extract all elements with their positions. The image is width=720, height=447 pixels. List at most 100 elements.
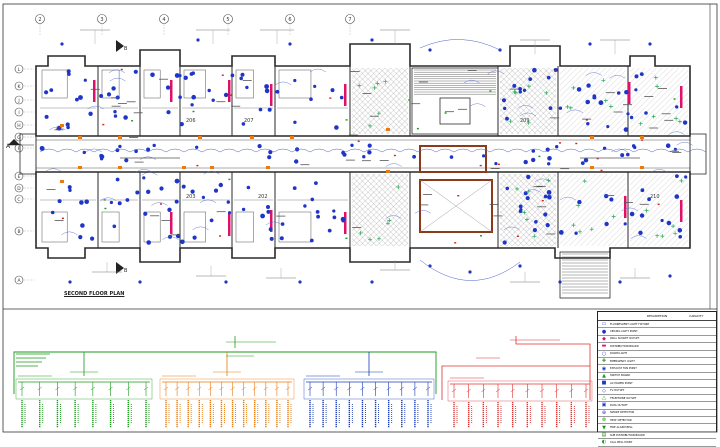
- svg-text:G: G: [17, 135, 21, 141]
- legend-header: DESCRIPTION CAPACITY: [598, 312, 716, 321]
- svg-text:B: B: [17, 229, 20, 235]
- main-feeder: [13, 336, 437, 394]
- svg-text:I: I: [18, 110, 19, 116]
- legend-symbol-icon: ▣: [601, 402, 607, 409]
- legend-description: EXHAUST FAN POINT: [610, 367, 637, 371]
- grid-row-bubble: J: [14, 95, 34, 105]
- svg-text:F: F: [18, 146, 21, 152]
- room-numbers: 206 207 203 202 209 210: [186, 118, 660, 200]
- svg-text:7: 7: [348, 17, 351, 23]
- grid-row-bubble: B: [14, 226, 34, 236]
- grid-row-bubble: F: [14, 143, 34, 153]
- grid-row-bubble: K: [14, 81, 34, 91]
- legend-row: ⊗HEAT DETECTOR: [598, 417, 716, 425]
- grid-row-bubble: C: [14, 194, 34, 204]
- svg-text:C: C: [17, 197, 20, 203]
- legend-description: WALL SOCKET OUTLET: [610, 337, 640, 341]
- floor-plan: [19, 43, 707, 263]
- legend-symbol-icon: ◐: [601, 439, 607, 446]
- legend-symbol-icon: ▤: [601, 432, 607, 439]
- staircase: [411, 67, 611, 299]
- single-line-diagram: [13, 336, 593, 428]
- section-marker-b-top: B: [116, 40, 128, 52]
- svg-text:6: 6: [288, 17, 291, 23]
- legend-symbol-icon: ▬: [601, 343, 607, 350]
- svg-text:A: A: [17, 278, 21, 284]
- grid-column-bubble: 6: [285, 14, 295, 36]
- distribution-branch-orange: [159, 352, 295, 428]
- grid-row-bubble: G: [14, 132, 34, 142]
- legend-row: ●CEILING LIGHT POINT: [598, 328, 716, 336]
- legend-row: ▣DATA OUTLET: [598, 402, 716, 410]
- legend-description: TV OUTLET: [610, 389, 625, 393]
- legend-description: EMERGENCY LIGHT: [610, 359, 635, 363]
- legend-symbol-icon: △: [602, 395, 606, 402]
- grid-row-bubble: L: [14, 64, 34, 74]
- grid-column-bubble: 3: [97, 14, 107, 36]
- svg-text:H: H: [17, 123, 20, 129]
- svg-text:202: 202: [258, 194, 268, 200]
- legend-row: ▼ FIRE ALARM BELL: [598, 424, 716, 432]
- section-marker-b-bottom: B: [116, 262, 128, 274]
- grid-column-bubble: 4: [159, 14, 169, 36]
- legend-symbol-icon: ○: [601, 350, 607, 357]
- schematic-labels: [16, 353, 254, 367]
- legend-symbol-icon: ⊕: [601, 409, 607, 416]
- svg-text:L: L: [18, 67, 21, 73]
- emergency-lights: [357, 75, 684, 242]
- grid-row-bubble: I: [14, 107, 34, 117]
- legend-row: △ TELEPHONE OUTLET: [598, 395, 716, 403]
- legend-description: AC POWER POINT: [610, 381, 633, 385]
- central-rooms: [419, 145, 493, 233]
- legend-symbol-icon: ✚: [601, 358, 607, 365]
- legend-description: FIRE ALARM BELL: [610, 426, 633, 430]
- legend-row: ▲SWITCH BOARD: [598, 372, 716, 381]
- svg-text:K: K: [18, 84, 22, 90]
- legend-row: ⊕SMOKE DETECTOR: [598, 409, 716, 418]
- legend-header-capacity: CAPACITY: [689, 314, 704, 318]
- callout-labels: [46, 29, 682, 283]
- legend-row: ✚EMERGENCY LIGHT: [598, 358, 716, 366]
- legend-rows: ▭FLUORESCENT LIGHT FIXTURE●CEILING LIGHT…: [598, 321, 716, 447]
- legend-symbol-icon: ▼: [602, 424, 606, 431]
- svg-text:4: 4: [162, 17, 165, 23]
- legend-row: ▬DISTRIBUTION BOARD: [598, 343, 716, 351]
- svg-text:3: 3: [100, 17, 103, 23]
- socket-bars: [93, 80, 683, 236]
- legend-description: FLUORESCENT LIGHT FIXTURE: [610, 322, 650, 326]
- grid-row-bubble: A: [14, 275, 34, 285]
- svg-text:A: A: [6, 143, 11, 150]
- legend-row: ◇TV OUTLET: [598, 388, 716, 395]
- legend-row: ▤SUB DISTRIBUTION BOARD: [598, 432, 716, 440]
- distribution-branch-red: [441, 336, 593, 428]
- legend-symbol-icon: ▲: [602, 372, 606, 379]
- svg-text:B: B: [124, 268, 128, 274]
- legend-description: CEILING LIGHT POINT: [610, 330, 638, 334]
- grid-row-bubble: H: [14, 120, 34, 130]
- legend-description: TELEPHONE OUTLET: [610, 396, 637, 400]
- distribution-boxes: [60, 124, 644, 183]
- legend-description: HEAT DETECTOR: [610, 418, 632, 422]
- legend-description: DOWN LIGHT: [610, 352, 628, 356]
- legend-row: ○DOWN LIGHT: [598, 351, 716, 358]
- legend-row: ◉EXHAUST FAN POINT: [598, 365, 716, 373]
- svg-text:2: 2: [38, 17, 41, 23]
- svg-text:J: J: [17, 98, 19, 104]
- section-marker-a: A: [6, 139, 34, 150]
- plan-title: SECOND FLOOR PLAN: [64, 291, 125, 297]
- legend-row: ◐CALL BELL POINT: [598, 439, 716, 447]
- svg-text:207: 207: [244, 118, 254, 124]
- sheet-border: [2, 3, 718, 433]
- distribution-branch-green: [15, 352, 153, 428]
- legend-table: DESCRIPTION CAPACITY ▭FLUORESCENT LIGHT …: [597, 311, 717, 447]
- legend-symbol-icon: ▭: [601, 321, 607, 328]
- legend-header-description: DESCRIPTION: [646, 314, 668, 318]
- hatched-areas: [352, 68, 688, 246]
- grid-row-bubble: D: [14, 183, 34, 193]
- legend-symbol-icon: ●: [601, 328, 607, 335]
- svg-text:209: 209: [520, 118, 530, 124]
- legend-description: CALL BELL POINT: [610, 440, 633, 444]
- svg-text:B: B: [124, 46, 128, 52]
